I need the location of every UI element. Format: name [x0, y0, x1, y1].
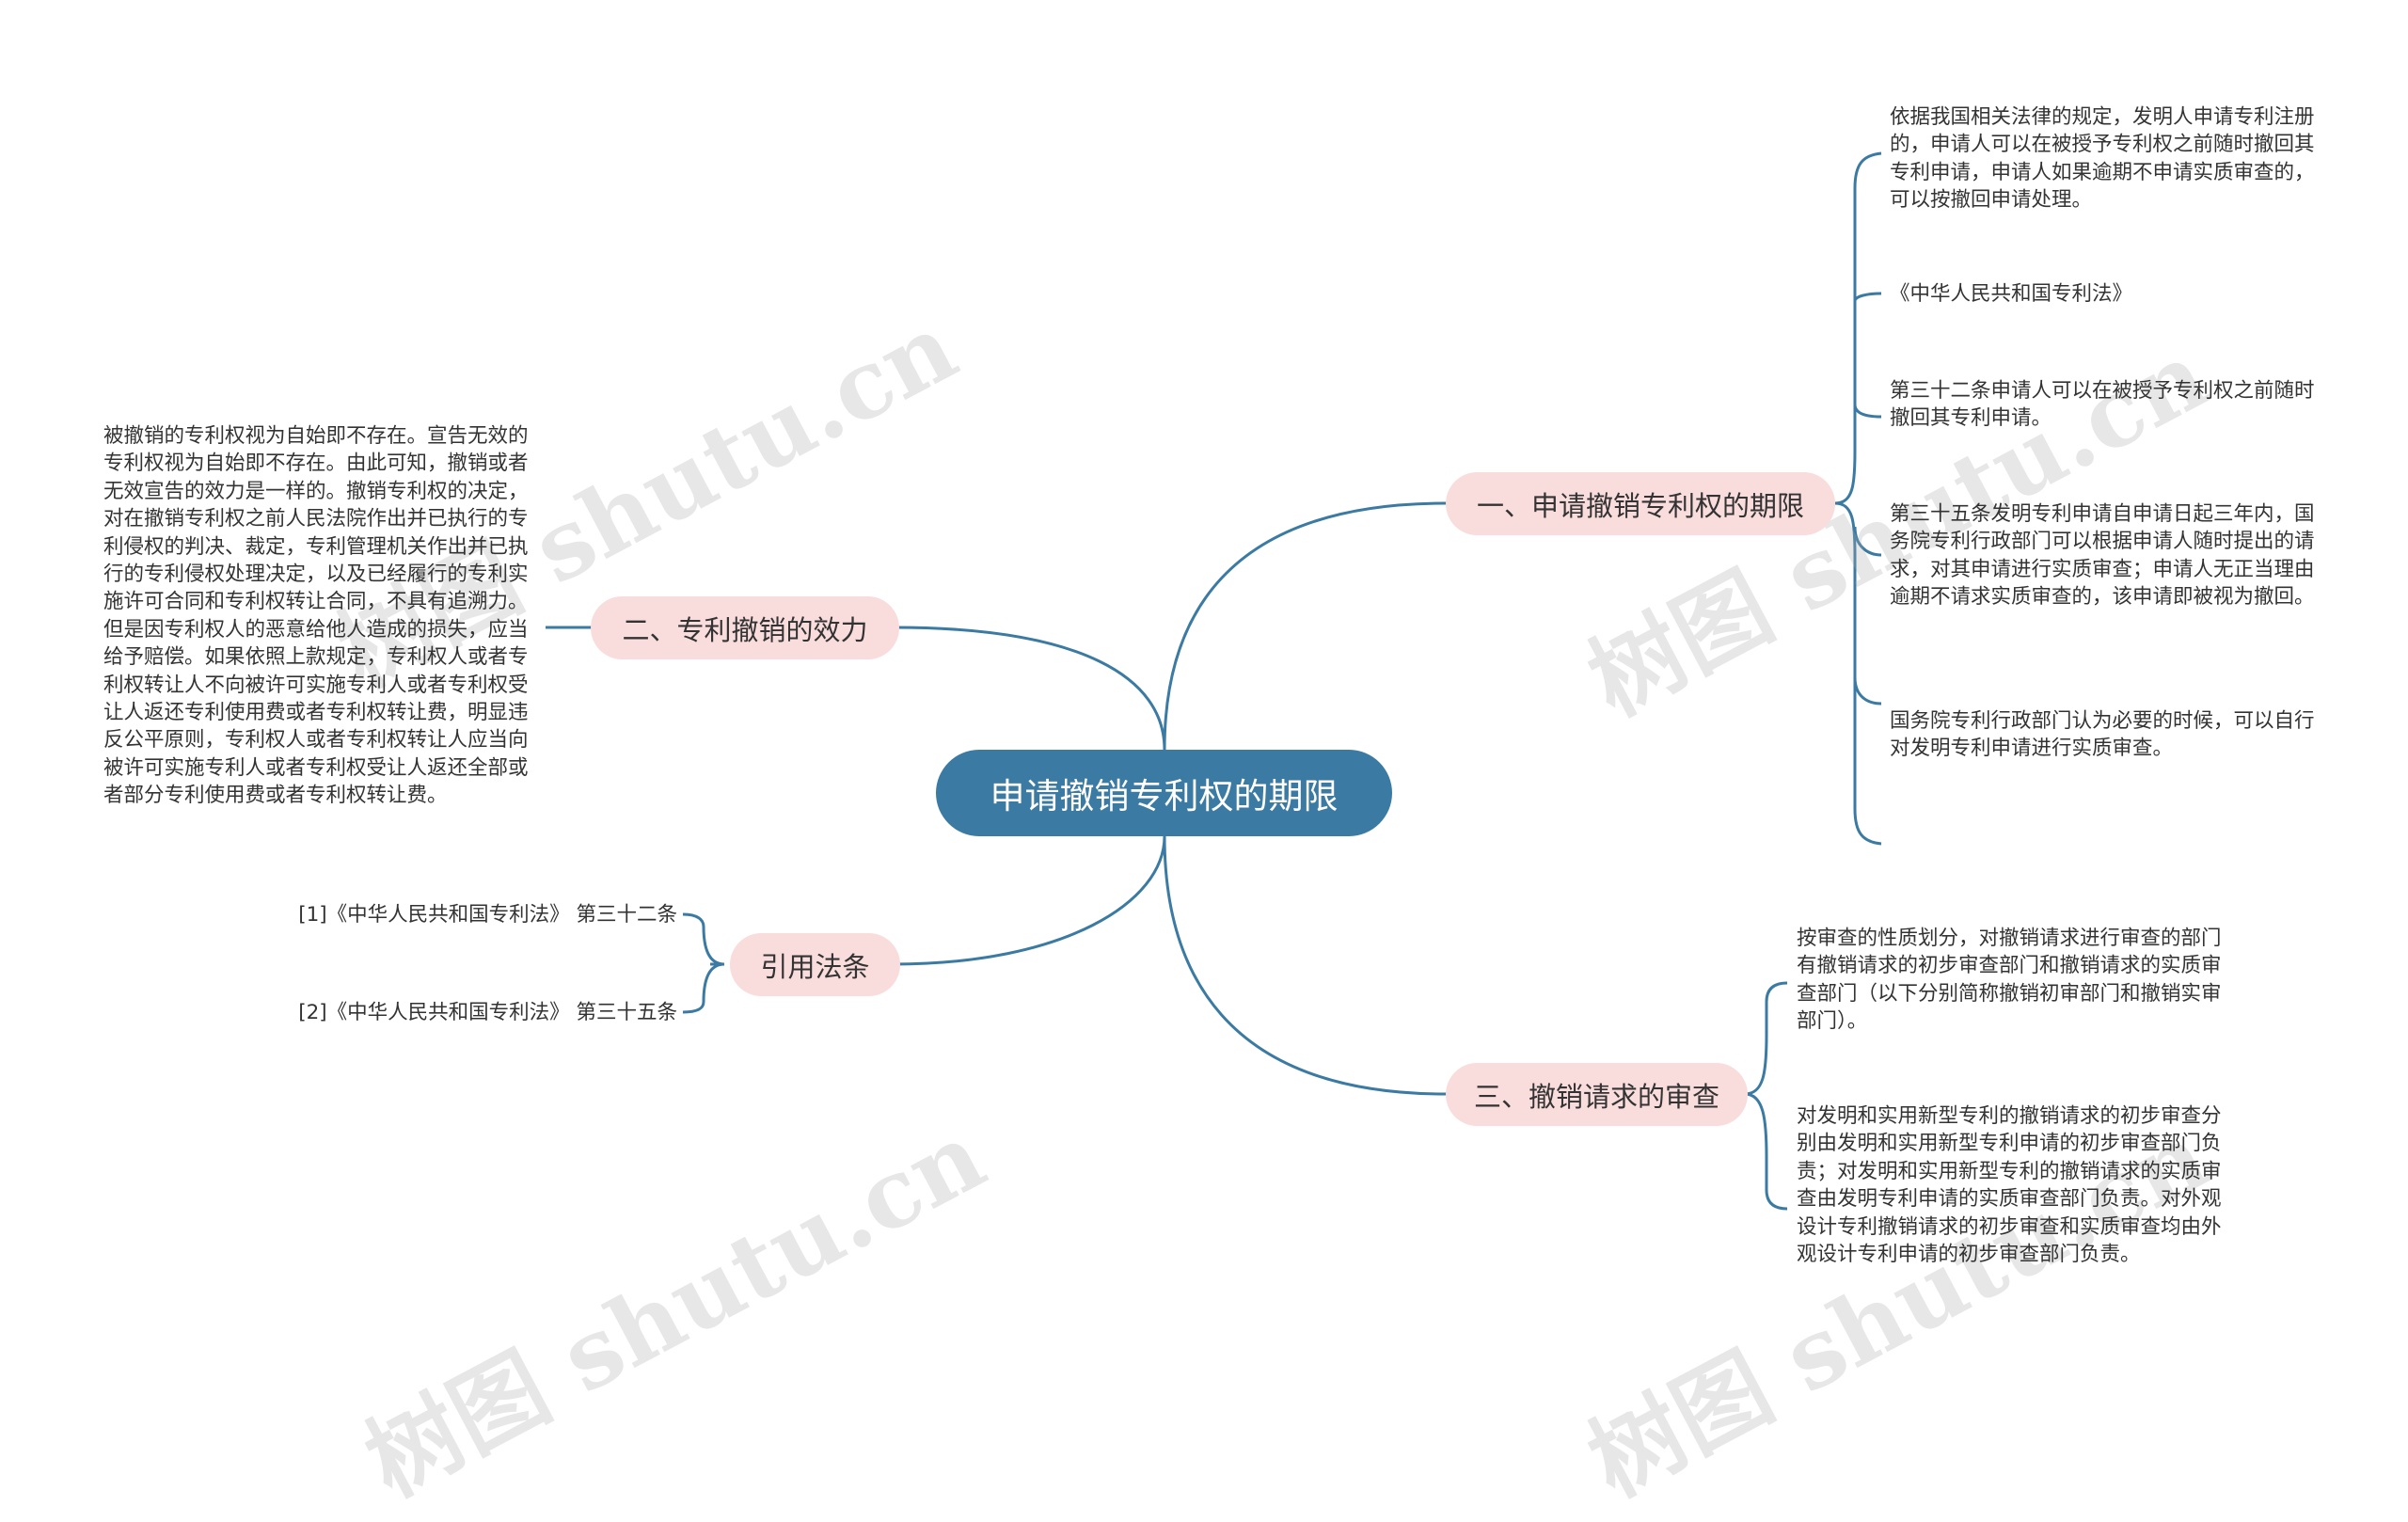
leaf-text: 《中华人民共和国专利法》 [1890, 282, 2133, 306]
leaf-text: 被撤销的专利权视为自始即不存在。宣告无效的专利权视为自始即不存在。由此可知，撤销… [103, 424, 529, 808]
leaf-text: 依据我国相关法律的规定，发明人申请专利注册的，申请人可以在被授予专利权之前随时撤… [1890, 105, 2315, 213]
bracket-b3 [1744, 981, 1788, 1096]
leaf-text: 第三十五条发明专利申请自申请日起三年内，国务院专利行政部门可以根据申请人随时提出… [1890, 502, 2315, 610]
leaf-text: 按审查的性质划分，对撤销请求进行审查的部门有撤销请求的初步审查部门和撤销请求的实… [1797, 927, 2222, 1034]
citation-item[interactable]: [2]《中华人民共和国专利法》 第三十五条 [298, 1001, 677, 1024]
link-root-b2 [893, 626, 1166, 751]
bracket-b4 [682, 912, 725, 966]
branch-node-review[interactable]: 三、撤销请求的审查 [1446, 1063, 1748, 1126]
leaf-text: 第三十二条申请人可以在被授予专利权之前随时撤回其专利申请。 [1890, 379, 2315, 431]
link-root-b4 [893, 835, 1166, 966]
leaf-text: 对发明和实用新型专利的撤销请求的初步审查分别由发明和实用新型专利申请的初步审查部… [1797, 1104, 2222, 1267]
branch-node-period[interactable]: 一、申请撤销专利权的期限 [1446, 472, 1835, 535]
mind-map-canvas: 树图 shutu.cn 树图 shutu.cn 树图 shutu.cn 树图 s… [103, 105, 2315, 1518]
link-root-b1 [1163, 501, 1447, 751]
citation-item[interactable]: [1]《中华人民共和国专利法》 第三十二条 [298, 903, 677, 927]
root-node[interactable]: 申请撤销专利权的期限 [936, 750, 1392, 836]
branch-node-citations[interactable]: 引用法条 [730, 933, 900, 996]
bracket-b1 [1834, 151, 1882, 505]
link-root-b3 [1163, 835, 1447, 1096]
leaf-text: 国务院专利行政部门认为必要的时候，可以自行对发明专利申请进行实质审查。 [1890, 709, 2315, 761]
connector-lines [546, 151, 1882, 1211]
branch-node-effect[interactable]: 二、专利撤销的效力 [591, 596, 899, 659]
